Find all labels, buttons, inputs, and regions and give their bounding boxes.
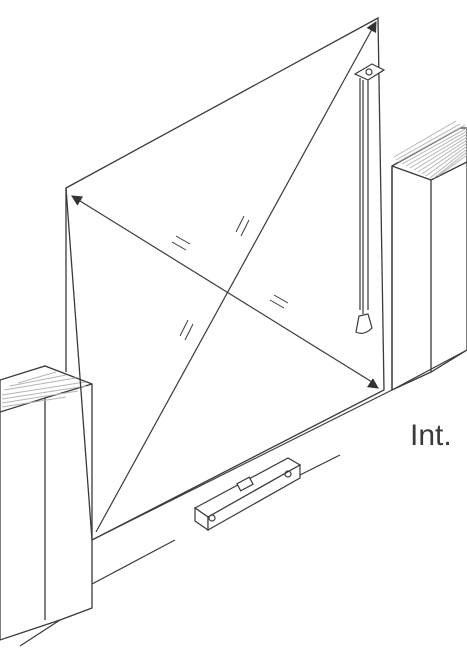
right-wall-hatch: [393, 120, 467, 179]
left-wall: [0, 365, 93, 641]
left-wall-hatch: [1, 371, 87, 408]
plumb-bob-icon: [353, 63, 386, 334]
door-panel: [65, 16, 385, 542]
diagonal-measurements: [71, 21, 379, 533]
spirit-level-icon: [193, 457, 302, 532]
interior-side-label: Int.: [410, 419, 452, 452]
right-wall: [391, 127, 467, 392]
glass-reflections: [171, 215, 289, 341]
